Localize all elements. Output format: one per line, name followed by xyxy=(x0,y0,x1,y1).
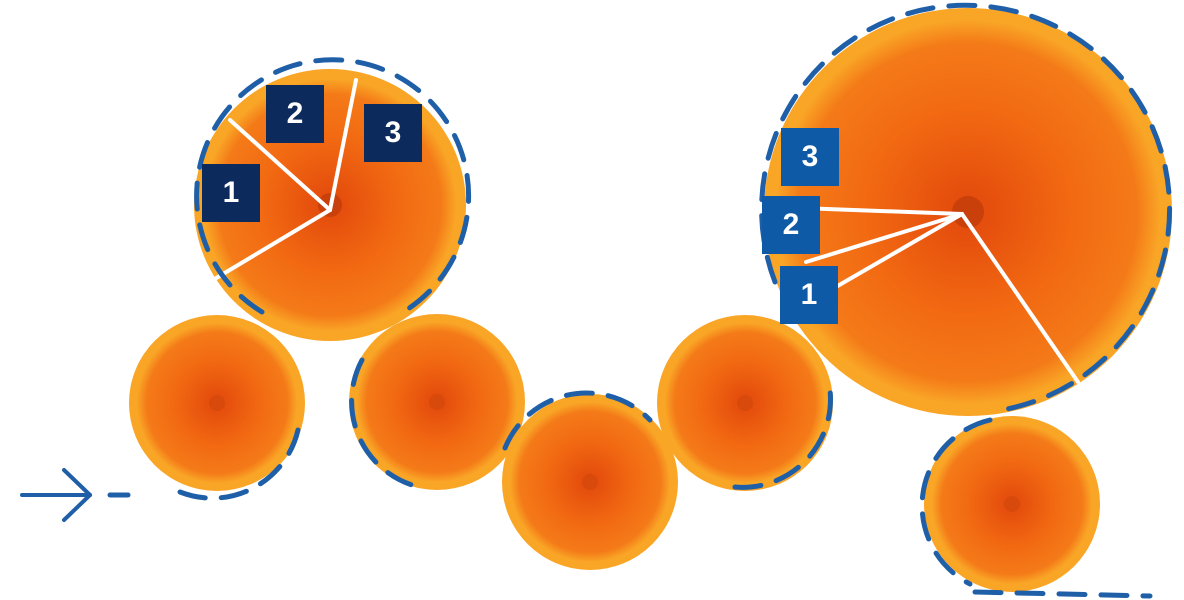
label-badge-right-3: 3 xyxy=(781,128,839,186)
label-badge-left-1: 1 xyxy=(202,164,260,222)
arrow-right-icon xyxy=(22,470,90,520)
orange-slice-4 xyxy=(657,315,833,491)
label-badge-left-3: 3 xyxy=(364,104,422,162)
label-badge-right-1: 1 xyxy=(780,266,838,324)
label-badge-left-2: 2 xyxy=(266,85,324,143)
label-badge-right-2: 2 xyxy=(762,196,820,254)
